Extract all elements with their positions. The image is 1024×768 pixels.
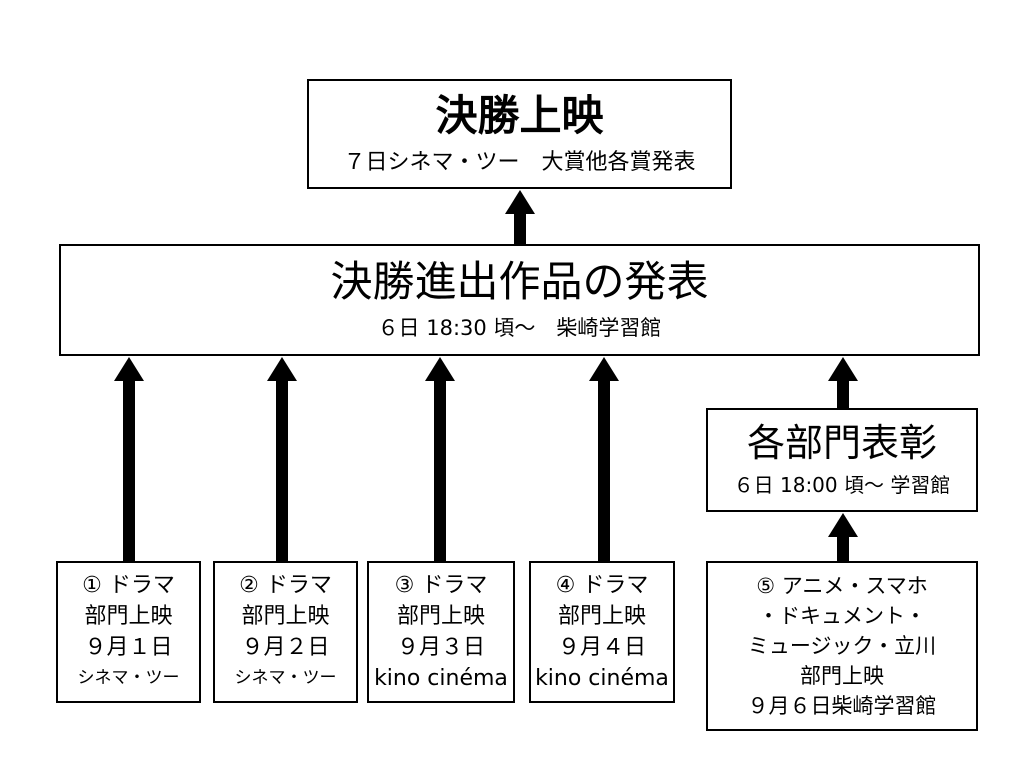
screening-3-line: 部門上映 <box>396 604 485 629</box>
final-screening-box: 決勝上映 ７日シネマ・ツー 大賞他各賞発表 <box>307 79 732 189</box>
screening-5-line: ・ドキュメント・ <box>758 604 926 628</box>
screening-1-date: ９月１日 <box>84 635 173 660</box>
screening-5-line: 部門上映 <box>800 664 884 688</box>
screening-box-5: ⑤ アニメ・スマホ ・ドキュメント・ ミュージック・立川 部門上映 ９月６日柴崎… <box>706 561 978 731</box>
arrow-screening-1-to-announcement <box>114 357 144 561</box>
screening-box-2: ② ドラマ 部門上映 ９月２日 シネマ・ツー <box>213 561 358 703</box>
arrow-screening-5-to-awards <box>828 513 858 561</box>
screening-4-date: ９月４日 <box>557 635 646 660</box>
screening-box-3: ③ ドラマ 部門上映 ９月３日 kino cinéma <box>367 561 515 703</box>
screening-5-line: ⑤ アニメ・スマホ <box>756 574 928 598</box>
screening-4-line: 部門上映 <box>557 604 646 629</box>
screening-1-line: ① ドラマ <box>82 573 175 598</box>
screening-1-line: 部門上映 <box>84 604 173 629</box>
category-awards-subtitle: ６日 18:00 頃〜 学習館 <box>733 473 951 498</box>
screening-box-4: ④ ドラマ 部門上映 ９月４日 kino cinéma <box>529 561 675 703</box>
finalist-announcement-box: 決勝進出作品の発表 ６日 18:30 頃〜 柴崎学習館 <box>59 244 980 356</box>
screening-5-line: ミュージック・立川 <box>747 634 937 658</box>
screening-5-date-venue: ９月６日柴崎学習館 <box>747 694 937 718</box>
arrow-announcement-to-final <box>505 190 535 244</box>
screening-3-venue: kino cinéma <box>374 666 508 691</box>
screening-1-venue: シネマ・ツー <box>77 668 180 688</box>
screening-4-venue: kino cinéma <box>535 666 669 691</box>
arrow-screening-2-to-announcement <box>267 357 297 561</box>
category-awards-title: 各部門表彰 <box>746 420 937 465</box>
final-screening-title: 決勝上映 <box>435 90 604 140</box>
category-awards-box: 各部門表彰 ６日 18:00 頃〜 学習館 <box>706 408 978 512</box>
final-screening-subtitle: ７日シネマ・ツー 大賞他各賞発表 <box>343 150 696 176</box>
screening-2-date: ９月２日 <box>241 635 330 660</box>
screening-3-line: ③ ドラマ <box>394 573 488 598</box>
arrow-screening-3-to-announcement <box>425 357 455 561</box>
finalist-announcement-title: 決勝進出作品の発表 <box>330 256 709 306</box>
screening-box-1: ① ドラマ 部門上映 ９月１日 シネマ・ツー <box>56 561 201 703</box>
finalist-announcement-subtitle: ６日 18:30 頃〜 柴崎学習館 <box>377 316 662 341</box>
arrow-screening-4-to-announcement <box>589 357 619 561</box>
screening-2-venue: シネマ・ツー <box>234 668 337 688</box>
screening-3-date: ９月３日 <box>396 635 485 660</box>
arrow-awards-to-announcement <box>828 357 858 408</box>
screening-4-line: ④ ドラマ <box>555 573 649 598</box>
screening-2-line: 部門上映 <box>241 604 330 629</box>
screening-2-line: ② ドラマ <box>239 573 332 598</box>
